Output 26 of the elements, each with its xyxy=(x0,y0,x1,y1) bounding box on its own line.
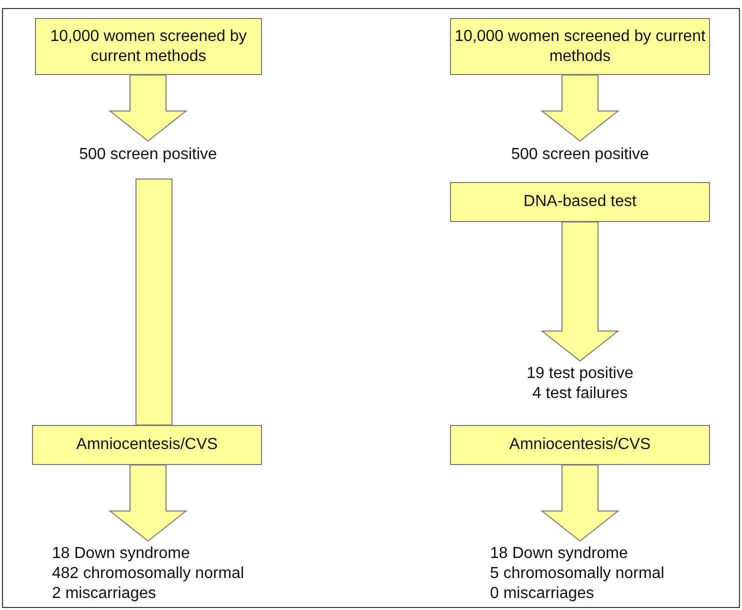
result-text: 0 miscarriages xyxy=(490,584,594,604)
block-arrow xyxy=(108,464,188,542)
result-text: 482 chromosomally normal xyxy=(52,564,244,584)
process-box xyxy=(450,18,710,75)
box-label: 10,000 women screened by current methods xyxy=(49,26,248,66)
result-text: 2 miscarriages xyxy=(52,584,156,604)
process-box xyxy=(450,425,710,465)
block-arrow xyxy=(540,74,620,142)
process-box xyxy=(35,18,262,75)
result-text: 500 screen positive xyxy=(511,145,649,165)
block-arrow xyxy=(108,74,188,142)
connector-bar xyxy=(136,178,172,426)
result-text: 5 chromosomally normal xyxy=(490,564,664,584)
result-text: 4 test failures xyxy=(532,384,628,404)
result-text: 18 Down syndrome xyxy=(490,544,628,564)
block-arrow xyxy=(540,222,620,362)
box-label: Amniocentesis/CVS xyxy=(509,435,651,455)
box-label: DNA-based test xyxy=(524,192,636,212)
result-text: 19 test positive xyxy=(526,364,634,384)
result-text: 18 Down syndrome xyxy=(52,544,190,564)
block-arrow xyxy=(540,464,620,542)
process-box xyxy=(32,425,262,465)
box-label: Amniocentesis/CVS xyxy=(76,435,218,455)
process-box xyxy=(450,182,710,222)
result-text: 500 screen positive xyxy=(79,145,217,165)
box-label: 10,000 women screened by current methods xyxy=(454,26,706,66)
